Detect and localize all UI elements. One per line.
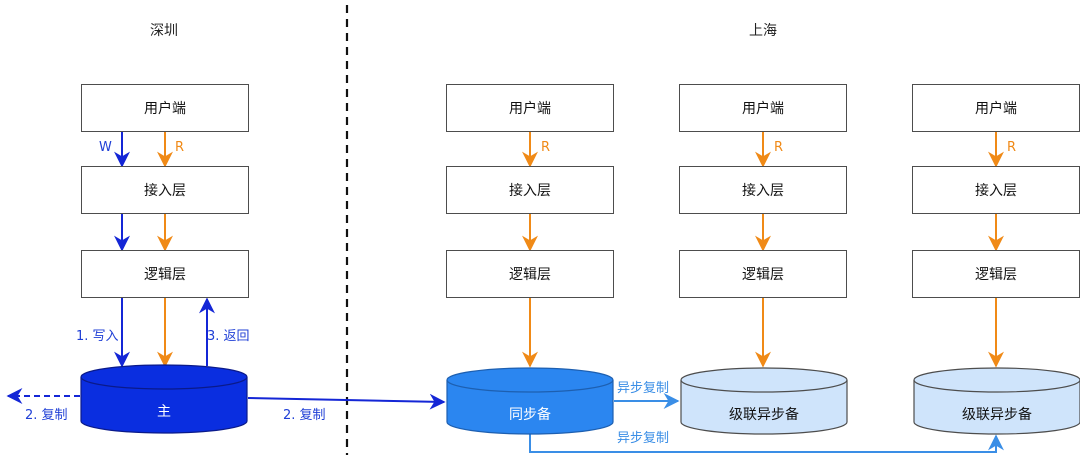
async-label-near: 异步复制	[617, 381, 670, 396]
replicate-left-label: 2. 复制	[25, 408, 68, 423]
async-label-far: 异步复制	[617, 431, 670, 446]
cascade-db-cylinder-2	[913, 367, 1080, 435]
write-label: W	[99, 140, 112, 155]
region-title-shenzhen: 深圳	[150, 23, 178, 39]
shanghai-logic-box-1: 逻辑层	[446, 250, 614, 298]
read-label-shanghai-1: R	[541, 140, 551, 155]
shanghai-logic-box-3: 逻辑层	[912, 250, 1080, 298]
shenzhen-access-box: 接入层	[81, 166, 249, 214]
sync-db-cylinder	[446, 367, 614, 435]
cascade-db-label-1: 级联异步备	[729, 407, 799, 423]
step-return-label: 3. 返回	[207, 329, 250, 344]
shanghai-access-box-2: 接入层	[679, 166, 847, 214]
shenzhen-client-box: 用户端	[81, 84, 249, 132]
step-write-label: 1. 写入	[76, 329, 119, 344]
read-label-shanghai-2: R	[774, 140, 784, 155]
replicate-to-sync-label: 2. 复制	[283, 408, 326, 423]
shanghai-client-box-2: 用户端	[679, 84, 847, 132]
read-label-shanghai-3: R	[1007, 140, 1017, 155]
primary-db-cylinder	[80, 364, 248, 434]
read-label-shenzhen: R	[175, 140, 185, 155]
arrow-primary-to-sync	[247, 393, 446, 410]
shanghai-access-box-3: 接入层	[912, 166, 1080, 214]
primary-db-label: 主	[157, 404, 171, 420]
cascade-db-label-2: 级联异步备	[962, 407, 1032, 423]
shanghai-client-box-3: 用户端	[912, 84, 1080, 132]
sync-db-label: 同步备	[509, 407, 551, 423]
shanghai-logic-box-2: 逻辑层	[679, 250, 847, 298]
arrow-async-sync-to-far-cascade	[529, 434, 1004, 453]
shanghai-access-box-1: 接入层	[446, 166, 614, 214]
cascade-db-cylinder-1	[680, 367, 848, 435]
shenzhen-logic-box: 逻辑层	[81, 250, 249, 298]
shanghai-read-arrows	[522, 131, 1004, 368]
shanghai-client-box-1: 用户端	[446, 84, 614, 132]
region-title-shanghai: 上海	[749, 23, 777, 39]
